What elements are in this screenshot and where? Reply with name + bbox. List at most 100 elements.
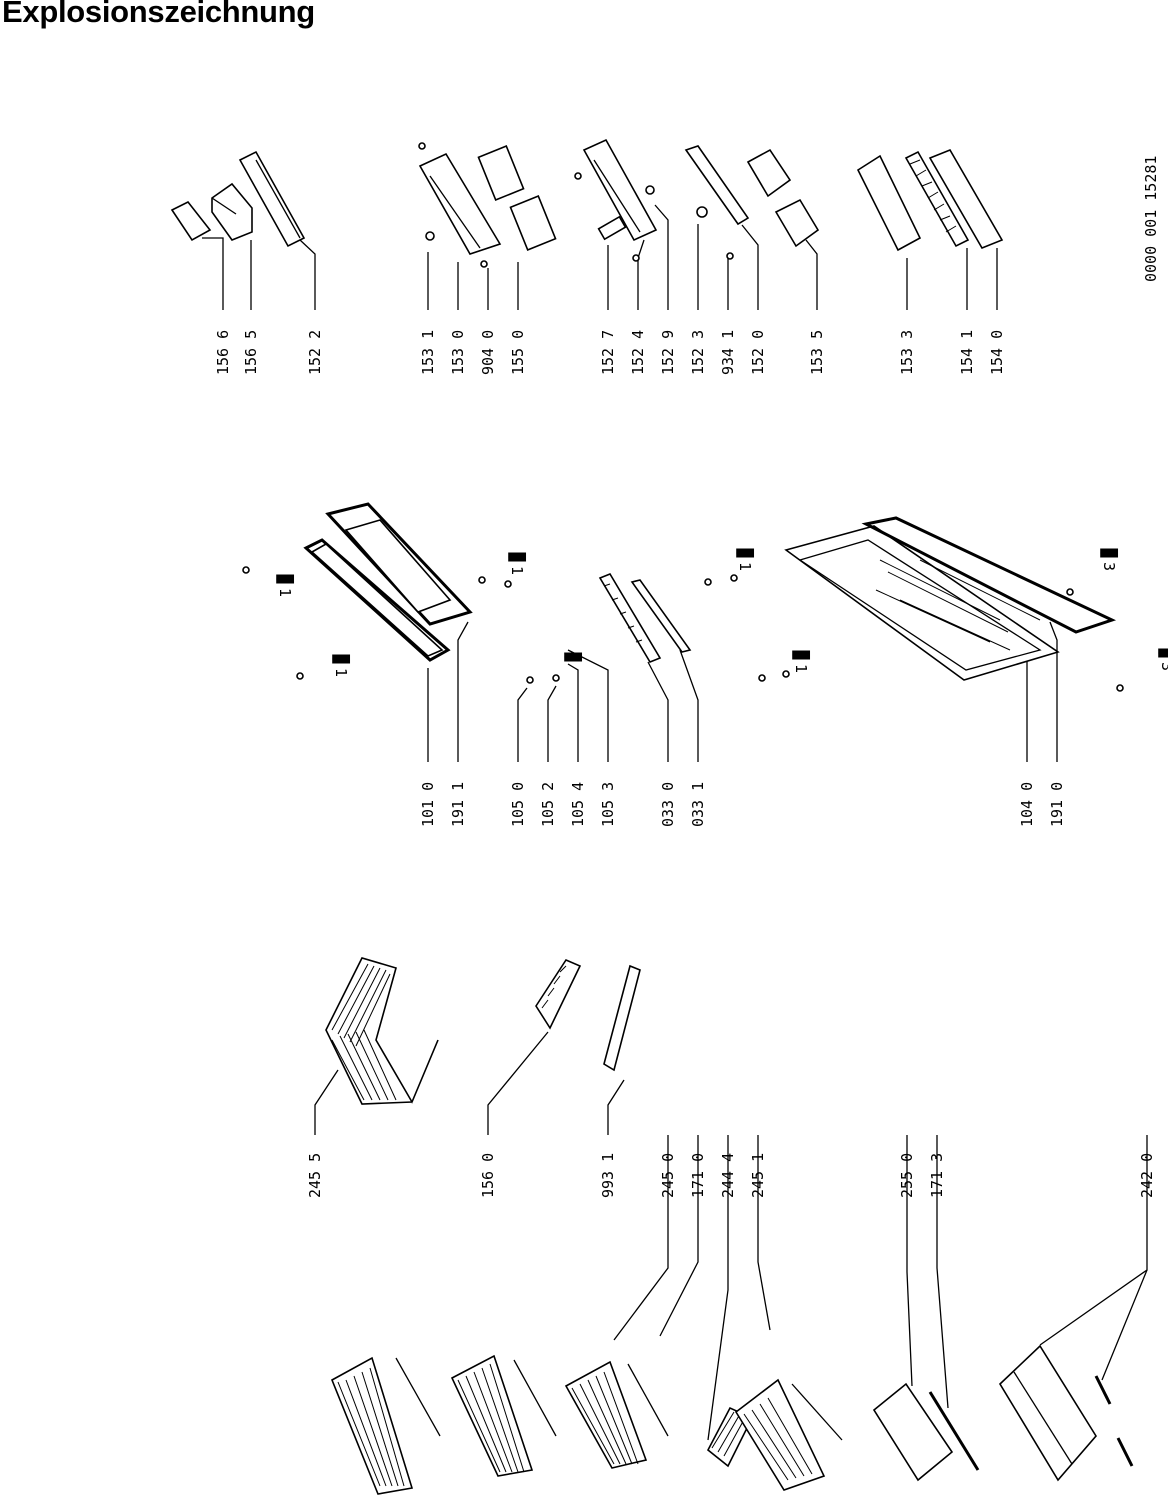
- part-drawing-245-5: [325, 957, 439, 1105]
- hinge-bracket-icon: ▐▌3: [1100, 544, 1119, 571]
- slide-rail: [1116, 1437, 1134, 1467]
- screw-icon: [730, 574, 738, 582]
- rod: [513, 1359, 557, 1437]
- part-labels: 156 6 156 5 152 2 153 1 153 0 904 0 155 …: [214, 330, 1156, 1198]
- screw-icon: [552, 674, 560, 682]
- leader-line: [654, 204, 669, 310]
- slide-rail: [1094, 1375, 1112, 1405]
- part-drawing-153-0: [418, 152, 502, 255]
- part-label: 154 1: [958, 330, 976, 375]
- part-label: 934 1: [719, 330, 737, 375]
- leader-line: [659, 1135, 699, 1337]
- knob-icon: [645, 185, 655, 195]
- screw-icon: [242, 566, 250, 574]
- hinge-bracket-icon: ▐▌1: [332, 650, 351, 677]
- part-drawing-clip: [597, 215, 627, 241]
- rod: [395, 1357, 441, 1437]
- hatching: [875, 559, 1041, 651]
- leader-line: [679, 649, 699, 762]
- part-drawing-152-0: [684, 145, 750, 226]
- screw-icon: [504, 580, 512, 588]
- leader-line: [707, 1135, 729, 1441]
- hinge-bracket-icon: ▐▌3: [1158, 644, 1168, 671]
- part-label: 152 3: [689, 330, 707, 375]
- leader-line: [202, 237, 224, 310]
- part-label: 156 5: [242, 330, 260, 375]
- part-label: 155 0: [509, 330, 527, 375]
- hinge-bracket-icon: ▐▌1: [276, 570, 295, 597]
- hatching: [331, 963, 397, 1101]
- wire-shelf: [330, 1356, 414, 1495]
- part-drawing-153-3: [856, 154, 922, 252]
- part-label: 153 0: [449, 330, 467, 375]
- leader-line: [613, 1135, 669, 1341]
- part-drawing-154-1: [904, 150, 970, 248]
- wire-shelf: [450, 1354, 534, 1477]
- part-drawing-inner-tray: [344, 519, 452, 613]
- part-label: 105 2: [539, 782, 557, 827]
- part-label: 152 2: [306, 330, 324, 375]
- part-label: 156 6: [214, 330, 232, 375]
- part-label: 152 9: [659, 330, 677, 375]
- part-label: 904 0: [479, 330, 497, 375]
- part-drawing-255-0: [872, 1382, 954, 1482]
- part-label: 152 7: [599, 330, 617, 375]
- leader-line: [906, 1135, 913, 1387]
- screw-icon: [1116, 684, 1124, 692]
- leader-line: [1049, 621, 1058, 762]
- part-drawing-171-3: [928, 1391, 980, 1471]
- part-label: 153 3: [898, 330, 916, 375]
- hinge-bracket-icon: ▐▌1: [792, 646, 811, 673]
- screw-icon: [574, 172, 582, 180]
- leader-line: [936, 1135, 949, 1409]
- leader-line: [547, 685, 557, 762]
- part-label: 154 0: [988, 330, 1006, 375]
- rod: [791, 1383, 843, 1441]
- part-drawing-245-0-stack: [330, 1354, 669, 1495]
- screw-icon: [418, 142, 426, 150]
- hatching: [571, 1371, 639, 1465]
- leader-line: [1039, 1135, 1148, 1346]
- part-label: 153 1: [419, 330, 437, 375]
- screw-icon: [632, 254, 640, 262]
- screw-icon: [296, 672, 304, 680]
- part-edge: [1013, 1371, 1073, 1465]
- part-drawing-156-0: [535, 958, 582, 1030]
- part-drawing-993-1: [603, 964, 641, 1072]
- top-row-parts: [170, 138, 1004, 268]
- hatching: [909, 159, 957, 233]
- part-drawing-156-6: [170, 200, 212, 242]
- leader-line: [567, 663, 579, 762]
- part-label: 152 4: [629, 330, 647, 375]
- part-label: 105 0: [509, 782, 527, 827]
- part-drawing-153-5-a: [746, 148, 792, 198]
- part-label: 105 3: [599, 782, 617, 827]
- leader-line: [567, 649, 609, 762]
- drawing-id: 0000 001 15281: [1142, 156, 1160, 282]
- part-edge: [211, 197, 237, 215]
- leader-line: [607, 1079, 625, 1135]
- middle-row-parts: ▐▌1 ▐▌1 ▐▌1 ▐▌ ▐▌1 ▐▌1 ▐▌3 ▐▌3: [242, 502, 1168, 692]
- part-drawing-033-1: [630, 579, 692, 653]
- part-label: 156 0: [479, 1153, 497, 1198]
- part-label: 104 0: [1018, 782, 1036, 827]
- knob-icon: [696, 206, 708, 218]
- hatching: [603, 583, 643, 643]
- leader-line: [1101, 1269, 1148, 1381]
- part-label: 245 5: [306, 1153, 324, 1198]
- screw-icon: [726, 252, 734, 260]
- part-edge: [429, 175, 481, 249]
- part-drawing-155-0: [509, 195, 557, 251]
- leader-line: [314, 1069, 339, 1135]
- part-edge: [255, 159, 301, 239]
- hatching: [337, 1367, 405, 1487]
- part-drawing-153-5: [774, 198, 820, 248]
- part-drawing-152-7: [582, 138, 658, 242]
- screw-icon: [526, 676, 534, 684]
- part-drawing-152-2: [238, 150, 306, 248]
- leader-line: [487, 1031, 549, 1135]
- part-label: 101 0: [419, 782, 437, 827]
- screw-icon: [758, 674, 766, 682]
- part-drawing-101-0-body: [310, 543, 444, 657]
- leader-line: [517, 687, 528, 762]
